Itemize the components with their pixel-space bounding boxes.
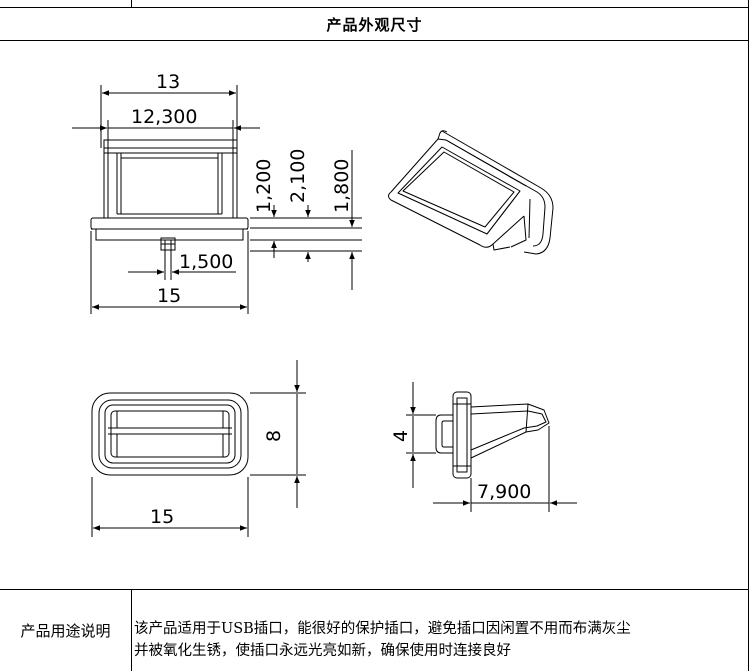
top-view	[91, 392, 249, 476]
usage-line-1: 该产品适用于USB插口，能很好的保护插口，避免插口因闲置不用而布满灰尘	[134, 621, 631, 637]
dim-total-width: 15	[157, 285, 181, 307]
top-border	[0, 7, 749, 8]
front-view-dimensions	[72, 85, 362, 314]
top-cell-divider	[131, 0, 132, 8]
dim-height-c: 1,800	[331, 159, 353, 213]
dim-side-height: 4	[390, 430, 412, 442]
usage-label: 产品用途说明	[20, 622, 111, 640]
dim-width-inner: 12,300	[131, 106, 197, 128]
usage-line-2: 并被氧化生锈，使插口永远光亮如新，确保使用时连接良好	[134, 643, 511, 659]
section-title: 产品外观尺寸	[326, 16, 423, 34]
usage-row-border	[0, 589, 749, 590]
dim-top-height: 8	[263, 430, 285, 442]
dim-height-a: 1,200	[253, 159, 275, 213]
isometric-view	[388, 130, 554, 255]
right-border	[748, 0, 749, 671]
front-view	[90, 139, 249, 251]
dim-pin-width: 1,500	[179, 251, 233, 273]
usage-description: 该产品适用于USB插口，能很好的保护插口，避免插口因闲置不用而布满灰尘 并被氧化…	[134, 618, 746, 662]
dim-height-b: 2,100	[287, 149, 309, 203]
technical-drawing: 13 12,300 1,200 2,100 1,800 1,500 15	[0, 41, 749, 589]
usage-cell-divider	[131, 589, 132, 671]
dim-top-width: 15	[150, 506, 174, 528]
dim-side-depth: 7,900	[477, 481, 531, 503]
side-view	[435, 391, 550, 479]
top-view-dimensions	[91, 360, 306, 537]
dim-width-outer: 13	[156, 71, 180, 93]
title-row-border	[0, 40, 749, 41]
side-view-dimensions	[406, 382, 577, 512]
